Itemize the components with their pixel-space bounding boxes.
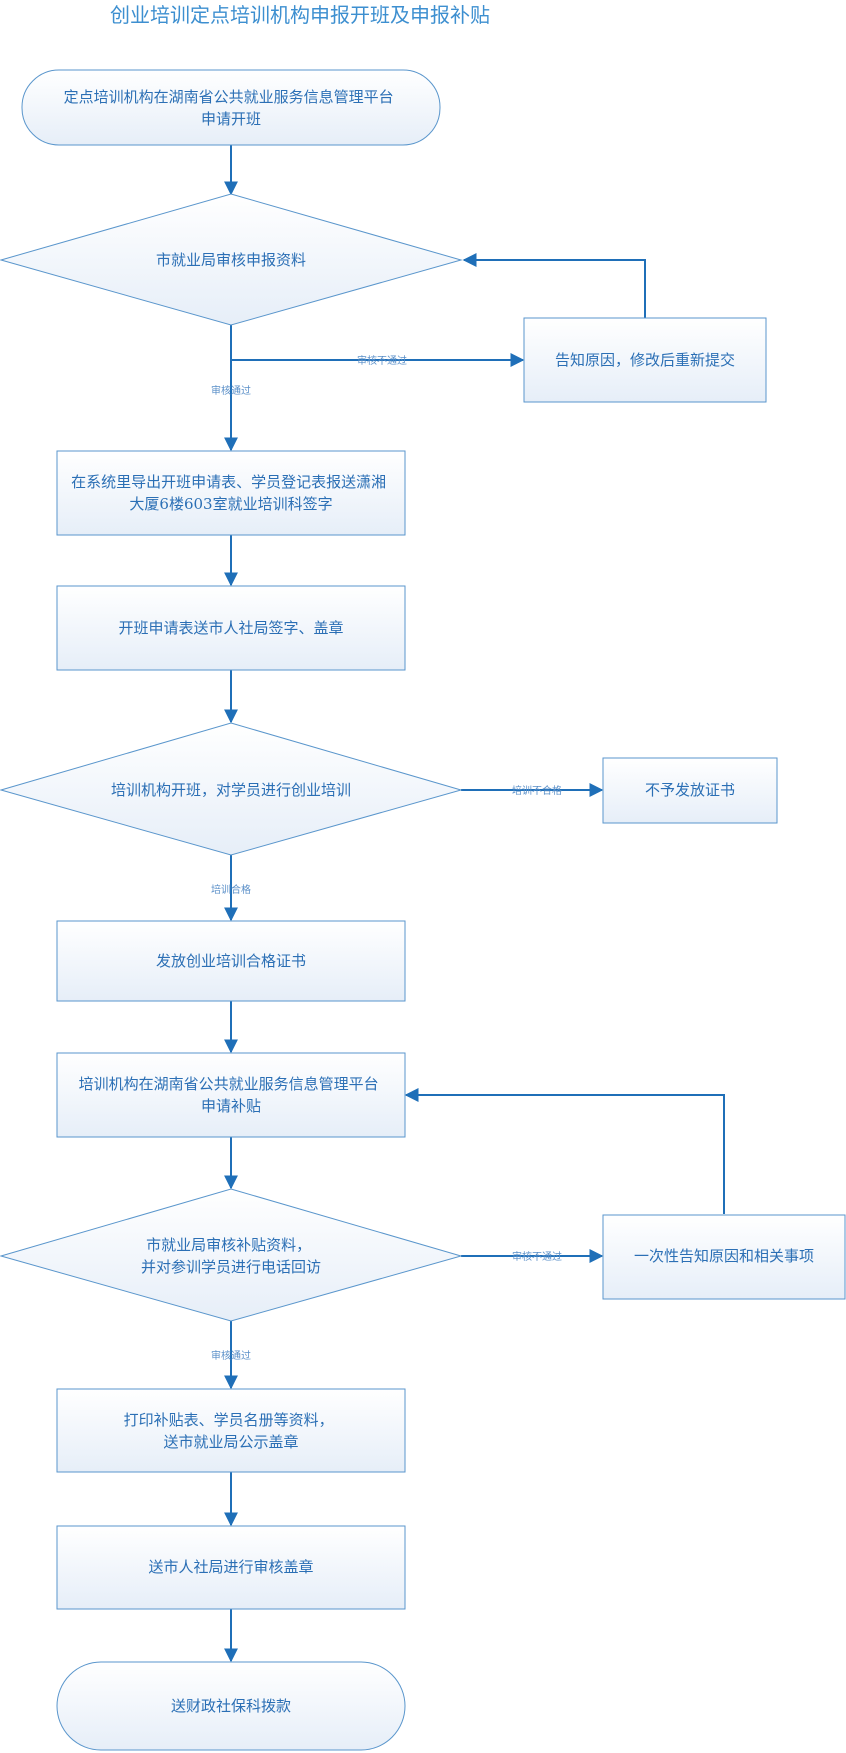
svg-text:发放创业培训合格证书: 发放创业培训合格证书 <box>156 952 306 970</box>
edge-label-d2-fail: 培训不合格 <box>512 784 562 797</box>
node-text-line: 发放创业培训合格证书 <box>156 952 306 970</box>
svg-text:打印补贴表、学员名册等资料， 送市就业局公示: 打印补贴表、学员名册等资料， 送市就业局公示盖章 <box>124 1411 339 1451</box>
node-text-line: 申请开班 <box>201 110 261 128</box>
edge-label-d3-pass: 审核通过 <box>211 1349 251 1362</box>
process-print-forms: 打印补贴表、学员名册等资料， 送市就业局公示盖章 <box>56 1388 406 1473</box>
process-no-certificate: 不予发放证书 <box>602 757 778 824</box>
svg-text:送市人社局进行审核盖章: 送市人社局进行审核盖章 <box>148 1558 313 1576</box>
node-text-line: 市就业局审核申报资料 <box>156 251 306 269</box>
decision-training: 培训机构开班，对学员进行创业培训 <box>0 722 463 856</box>
svg-text:不予发放证书: 不予发放证书 <box>645 781 735 799</box>
edge-labels: 审核不通过 审核通过 培训不合格 培训合格 审核不通过 审核通过 <box>211 354 562 1362</box>
node-text-line: 送市就业局公示盖章 <box>163 1433 298 1451</box>
process-issue-certificate: 发放创业培训合格证书 <box>56 920 406 1002</box>
start-terminal: 定点培训机构在湖南省公共就业服务信息管理平台 申请开班 <box>21 69 441 146</box>
node-text-line: 定点培训机构在湖南省公共就业服务信息管理平台 <box>64 88 394 106</box>
process-notify-resubmit: 告知原因，修改后重新提交 <box>523 317 767 403</box>
decision-review-application: 市就业局审核申报资料 <box>0 193 463 326</box>
process-hrss-review: 送市人社局进行审核盖章 <box>56 1525 406 1610</box>
node-text-line: 打印补贴表、学员名册等资料， <box>124 1411 334 1429</box>
edge-label-d1-pass: 审核通过 <box>211 384 251 397</box>
node-text-line: 一次性告知原因和相关事项 <box>634 1247 814 1265</box>
node-text-line: 开班申请表送市人社局签字、盖章 <box>118 619 343 637</box>
node-text-line: 并对参训学员进行电话回访 <box>141 1258 321 1276</box>
decision-review-subsidy: 市就业局审核补贴资料， 并对参训学员进行电话回访 <box>0 1188 463 1322</box>
process-sign-seal: 开班申请表送市人社局签字、盖章 <box>56 585 406 671</box>
connectors <box>224 145 725 1663</box>
node-text-line: 告知原因，修改后重新提交 <box>555 351 735 369</box>
svg-text:市就业局审核申报资料: 市就业局审核申报资料 <box>156 251 306 269</box>
process-notify-once: 一次性告知原因和相关事项 <box>602 1214 846 1300</box>
page-title: 创业培训定点培训机构申报开班及申报补贴 <box>110 3 490 27</box>
svg-text:定点培训机构在湖南省公共就业服务信息管理平台: 定点培训机构在湖南省公共就业服务信息管理平台 申请开班 <box>64 88 399 128</box>
process-apply-subsidy: 培训机构在湖南省公共就业服务信息管理平台 申请补贴 <box>56 1052 406 1138</box>
node-text-line: 培训机构在湖南省公共就业服务信息管理平台 <box>79 1075 379 1093</box>
nodes: 定点培训机构在湖南省公共就业服务信息管理平台 申请开班 市就业局审核申报资料 告… <box>0 69 846 1751</box>
svg-text:开班申请表送市人社局签字、盖章: 开班申请表送市人社局签字、盖章 <box>118 619 343 637</box>
node-text-line: 送市人社局进行审核盖章 <box>148 1558 313 1576</box>
svg-text:告知原因，修改后重新提交: 告知原因，修改后重新提交 <box>555 351 735 369</box>
svg-text:一次性告知原因和相关事项: 一次性告知原因和相关事项 <box>634 1247 814 1265</box>
node-text-line: 不予发放证书 <box>645 781 735 799</box>
svg-text:培训机构在湖南省公共就业服务信息管理平台 申: 培训机构在湖南省公共就业服务信息管理平台 申请补贴 <box>79 1075 384 1115</box>
arrow-r3-b4 <box>404 1088 725 1214</box>
svg-text:在系统里导出开班申请表、学员登记表报送潇湘: 在系统里导出开班申请表、学员登记表报送潇湘 大厦6楼603室就业培训科签字 <box>71 473 391 513</box>
edge-label-d3-reject: 审核不通过 <box>512 1250 562 1263</box>
svg-text:送财政社保科拨款: 送财政社保科拨款 <box>171 1697 291 1715</box>
arrow-r1-d1 <box>462 253 646 318</box>
node-text-line: 培训机构开班，对学员进行创业培训 <box>111 781 351 799</box>
edge-label-d1-reject: 审核不通过 <box>357 354 407 367</box>
node-text-line: 大厦6楼603室就业培训科签字 <box>129 495 332 513</box>
node-text-line: 在系统里导出开班申请表、学员登记表报送潇湘 <box>71 473 386 491</box>
node-text-line: 送财政社保科拨款 <box>171 1697 291 1715</box>
svg-text:培训机构开班，对学员进行创业培训: 培训机构开班，对学员进行创业培训 <box>111 781 351 799</box>
node-text-line: 市就业局审核补贴资料， <box>146 1236 311 1254</box>
process-export-forms: 在系统里导出开班申请表、学员登记表报送潇湘 大厦6楼603室就业培训科签字 <box>56 450 406 536</box>
node-text-line: 申请补贴 <box>201 1097 261 1115</box>
end-terminal: 送财政社保科拨款 <box>56 1661 406 1751</box>
svg-text:市就业局审核补贴资料， 并对参训学员进行电话: 市就业局审核补贴资料， 并对参训学员进行电话回访 <box>141 1236 321 1276</box>
edge-label-d2-pass: 培训合格 <box>211 883 251 896</box>
